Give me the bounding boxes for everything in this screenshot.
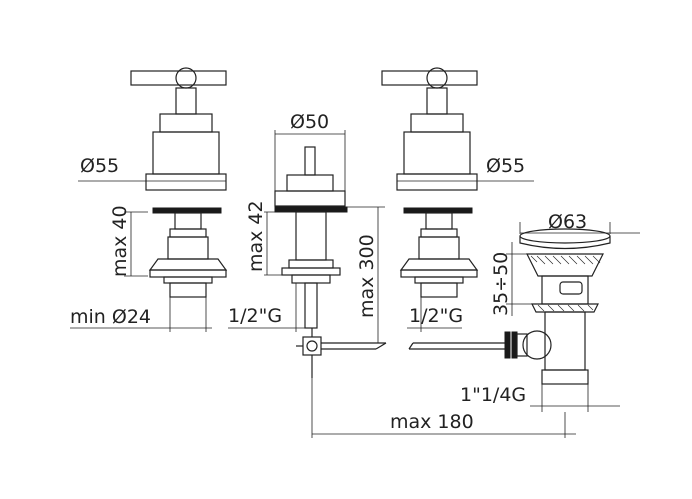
right-tap-cross-handle bbox=[381, 70, 478, 86]
left-tap bbox=[130, 67, 228, 298]
waste-thread-label: 1"1/4G bbox=[460, 384, 526, 406]
rod-length-label: max 300 bbox=[356, 234, 378, 318]
left-tap-dimensions: Ø55 max 40 min Ø24 bbox=[70, 155, 227, 332]
waste-height-label: 35÷50 bbox=[490, 252, 512, 316]
right-tap-shank bbox=[418, 236, 460, 260]
overall-width-dimension: max 180 bbox=[311, 378, 576, 438]
spout-height-label: max 42 bbox=[245, 200, 267, 272]
right-tap bbox=[381, 67, 479, 298]
left-tap-collar bbox=[159, 113, 213, 133]
spout-diameter-label: Ø50 bbox=[290, 111, 329, 133]
waste-body-upper bbox=[541, 275, 589, 305]
spout-base bbox=[274, 190, 346, 207]
pop-up-waste bbox=[504, 228, 611, 385]
spout bbox=[274, 146, 387, 378]
left-tap-cross-handle bbox=[130, 70, 227, 86]
left-tap-diameter-label: Ø55 bbox=[80, 155, 119, 177]
waste-overflow-slot bbox=[559, 281, 583, 295]
left-tap-base bbox=[145, 173, 227, 191]
left-tap-thread bbox=[169, 282, 207, 298]
left-tap-deck-gasket bbox=[152, 207, 222, 214]
spout-pop-up-rod bbox=[304, 282, 318, 329]
waste-rod-nut bbox=[516, 333, 528, 357]
right-tap-washer bbox=[400, 269, 478, 278]
rod-connector bbox=[302, 336, 322, 356]
spout-lock-nut bbox=[291, 274, 331, 284]
waste-rod-housing bbox=[522, 330, 552, 360]
waste-rod-seal-2 bbox=[511, 331, 518, 359]
left-tap-height-label: max 40 bbox=[109, 205, 131, 277]
waste-dimensions: Ø63 35÷50 1"1/4G bbox=[460, 211, 640, 412]
overall-width-label: max 180 bbox=[390, 411, 474, 433]
spout-lift-rod bbox=[304, 146, 316, 176]
left-tap-nut-ring bbox=[169, 228, 207, 238]
waste-rod-seal-1 bbox=[504, 331, 511, 359]
right-tap-deck-gasket bbox=[403, 207, 473, 214]
waste-flange-hatch bbox=[530, 255, 601, 265]
waste-lock-nut bbox=[531, 303, 599, 313]
right-tap-body bbox=[403, 131, 471, 175]
waste-tail-thread bbox=[541, 369, 589, 385]
left-tap-body bbox=[152, 131, 220, 175]
spout-shank bbox=[295, 211, 327, 261]
right-tap-dimensions: Ø55 1/2"G bbox=[396, 155, 534, 350]
right-tap-thread bbox=[420, 282, 458, 298]
left-tap-lock-nut bbox=[163, 276, 213, 284]
waste-diameter-label: Ø63 bbox=[548, 211, 587, 233]
right-tap-nut-ring bbox=[420, 228, 458, 238]
waste-flange bbox=[526, 253, 604, 277]
left-tap-shank-upper bbox=[174, 212, 202, 230]
right-tap-lock-nut bbox=[414, 276, 464, 284]
left-tap-handle-stem bbox=[175, 87, 197, 115]
right-tap-base bbox=[396, 173, 478, 191]
right-tap-shank-upper bbox=[425, 212, 453, 230]
right-tap-flange bbox=[399, 258, 479, 271]
spout-nut-plate bbox=[281, 267, 341, 276]
left-tap-washer bbox=[149, 269, 227, 278]
spout-top bbox=[286, 174, 334, 192]
right-tap-thread-label: 1/2"G bbox=[409, 305, 463, 327]
spout-deck-gasket bbox=[274, 206, 348, 213]
spout-dimensions: Ø50 max 42 1/2"G max 300 bbox=[228, 111, 385, 343]
left-tap-flange bbox=[148, 258, 228, 271]
right-tap-diameter-label: Ø55 bbox=[486, 155, 525, 177]
right-tap-collar bbox=[410, 113, 464, 133]
right-tap-handle-stem bbox=[426, 87, 448, 115]
spout-washer bbox=[288, 259, 334, 269]
waste-nut-hatch bbox=[537, 304, 594, 312]
left-tap-min-diameter-label: min Ø24 bbox=[70, 306, 151, 328]
spout-thread-label: 1/2"G bbox=[228, 305, 282, 327]
left-tap-shank bbox=[167, 236, 209, 260]
